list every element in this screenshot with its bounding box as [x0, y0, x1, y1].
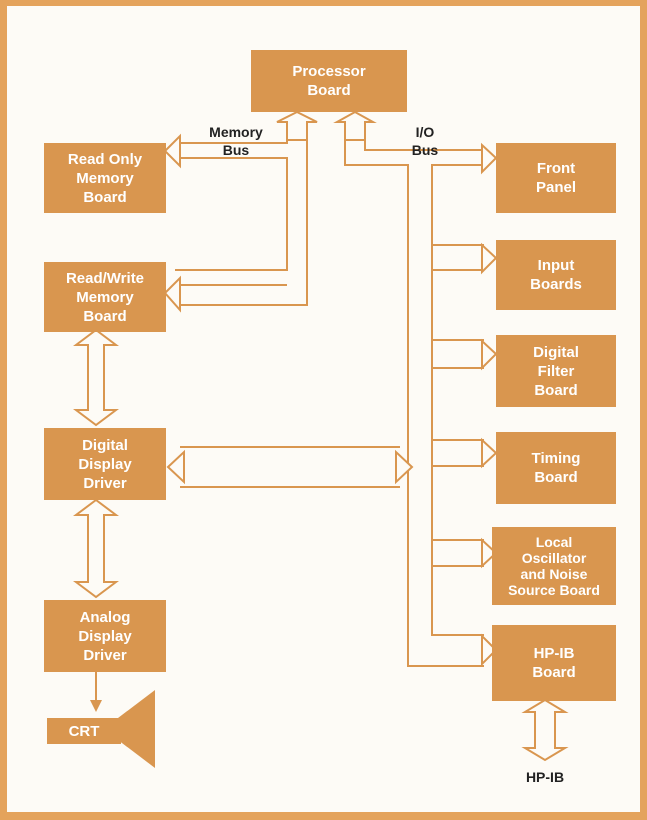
digital-filter-block: Digital Filter Board — [496, 335, 616, 407]
hpib-external-arrow — [521, 698, 569, 762]
io-bus-label: I/O Bus — [411, 124, 439, 158]
hpib-board-block: HP-IB Board — [492, 625, 616, 701]
front-panel-block: Front Panel — [496, 143, 616, 213]
timing-board-block: Timing Board — [496, 432, 616, 504]
memory-bus-arrow — [276, 110, 318, 141]
ram-display-arrow — [73, 328, 119, 427]
input-arrow — [481, 242, 498, 275]
timing-arrow — [481, 437, 498, 469]
input-boards-block: Input Boards — [496, 240, 616, 310]
filter-arrow — [481, 338, 498, 371]
hpib-board-arrow — [481, 633, 498, 667]
processor-board-block: Processor Board — [251, 50, 407, 112]
memory-bus-channel — [175, 122, 288, 144]
io-bus-arrow — [333, 110, 377, 141]
crt-arrow — [90, 700, 102, 712]
rom-arrow — [163, 133, 181, 169]
crt-block: CRT — [47, 718, 121, 744]
local-oscillator-block: Local Oscillator and Noise Source Board — [492, 527, 616, 605]
ram-arrow — [163, 275, 181, 313]
front-panel-arrow — [481, 142, 498, 175]
crt-screen — [118, 690, 155, 768]
analog-display-driver-block: Analog Display Driver — [44, 600, 166, 672]
rom-board-block: Read Only Memory Board — [44, 143, 166, 213]
local-osc-arrow — [481, 537, 498, 569]
hpib-label: HP-IB — [525, 769, 565, 785]
memory-bus-label: Memory Bus — [209, 124, 263, 158]
digital-display-driver-block: Digital Display Driver — [44, 428, 166, 500]
digital-analog-arrow — [73, 498, 119, 599]
ram-board-block: Read/Write Memory Board — [44, 262, 166, 332]
display-bus — [180, 446, 400, 488]
